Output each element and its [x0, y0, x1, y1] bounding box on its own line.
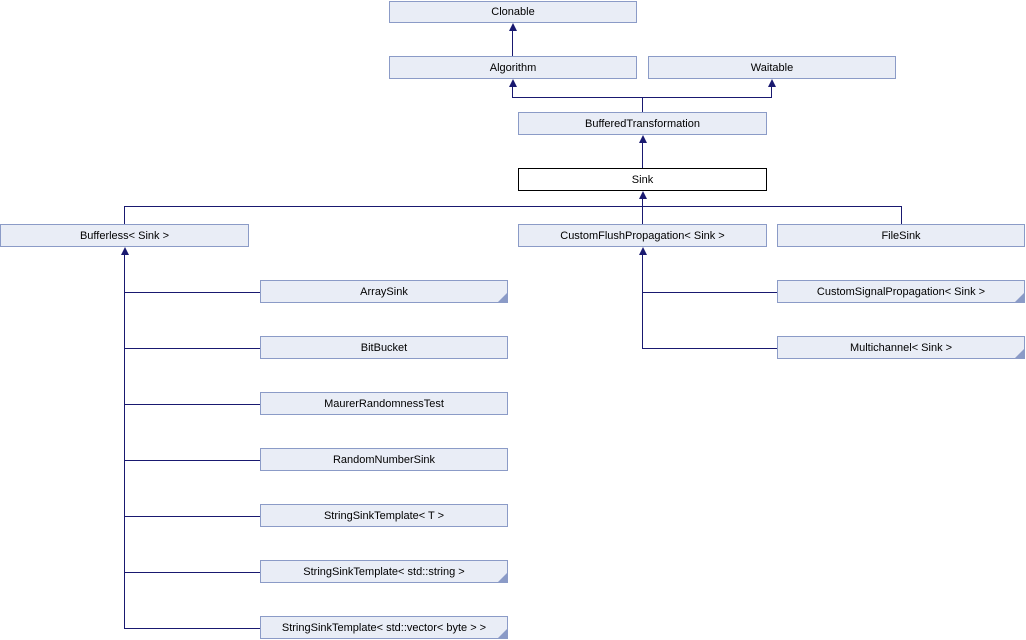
truncated-corner-icon: [1015, 293, 1024, 302]
inheritance-edge-segment: [124, 206, 902, 207]
class-node-label: Sink: [631, 173, 654, 186]
truncated-corner-icon: [498, 293, 507, 302]
inheritance-edge-segment: [642, 198, 643, 206]
class-node-bufferless-sink[interactable]: Bufferless< Sink >: [0, 224, 249, 247]
class-node-arraysink[interactable]: ArraySink: [260, 280, 508, 303]
inheritance-edge-segment: [642, 255, 643, 348]
class-node-multichannel-sink[interactable]: Multichannel< Sink >: [777, 336, 1025, 359]
inheritance-edge-segment: [512, 87, 513, 97]
class-node-label: Algorithm: [489, 61, 537, 74]
inheritance-edge-segment: [901, 206, 902, 224]
class-node-label: Bufferless< Sink >: [79, 229, 170, 242]
class-node-label: CustomFlushPropagation< Sink >: [560, 229, 725, 242]
class-node-label: Clonable: [491, 6, 535, 18]
inheritance-edge-segment: [124, 404, 260, 405]
class-node-label: BitBucket: [360, 341, 408, 354]
class-node-custom-signal-propagation-sink[interactable]: CustomSignalPropagation< Sink >: [777, 280, 1025, 303]
inheritance-edge-segment: [124, 206, 125, 224]
class-node-label: MaurerRandomnessTest: [324, 397, 444, 410]
class-node-string-sink-template-std-vector-byte[interactable]: StringSinkTemplate< std::vector< byte > …: [260, 616, 508, 639]
class-node-waitable[interactable]: Waitable: [648, 56, 896, 79]
class-node-maurer-randomness-test[interactable]: MaurerRandomnessTest: [260, 392, 508, 415]
inheritance-arrowhead-icon: [509, 23, 517, 31]
class-node-label: RandomNumberSink: [332, 453, 436, 466]
inheritance-edge-segment: [642, 97, 643, 112]
class-node-label: StringSinkTemplate< std::vector< byte > …: [281, 621, 487, 634]
inheritance-edge-segment: [124, 572, 260, 573]
class-node-string-sink-template-std-string[interactable]: StringSinkTemplate< std::string >: [260, 560, 508, 583]
inheritance-arrowhead-icon: [768, 79, 776, 87]
class-node-label: Multichannel< Sink >: [849, 341, 953, 354]
class-node-clonable[interactable]: Clonable: [389, 1, 637, 23]
truncated-corner-icon: [1015, 349, 1024, 358]
inheritance-edge-segment: [642, 206, 643, 224]
class-node-string-sink-template-t[interactable]: StringSinkTemplate< T >: [260, 504, 508, 527]
inheritance-edge-segment: [642, 292, 777, 293]
class-node-random-number-sink[interactable]: RandomNumberSink: [260, 448, 508, 471]
class-node-sink[interactable]: Sink: [518, 168, 767, 191]
inheritance-arrowhead-icon: [639, 191, 647, 199]
inheritance-edge-segment: [124, 460, 260, 461]
class-node-custom-flush-propagation-sink[interactable]: CustomFlushPropagation< Sink >: [518, 224, 767, 247]
class-node-label: StringSinkTemplate< T >: [323, 509, 445, 522]
class-node-bitbucket[interactable]: BitBucket: [260, 336, 508, 359]
class-node-label: ArraySink: [360, 285, 408, 298]
inheritance-arrowhead-icon: [639, 135, 647, 143]
truncated-corner-icon: [498, 573, 507, 582]
inheritance-edge-segment: [124, 348, 260, 349]
inheritance-edge-segment: [642, 348, 777, 349]
inheritance-edge-segment: [771, 87, 772, 97]
class-node-label: Waitable: [750, 61, 794, 74]
truncated-corner-icon: [498, 629, 507, 638]
class-node-filesink[interactable]: FileSink: [777, 224, 1025, 247]
inheritance-arrowhead-icon: [509, 79, 517, 87]
inheritance-arrowhead-icon: [639, 247, 647, 255]
inheritance-edge-segment: [124, 628, 260, 629]
class-node-buffered-transformation[interactable]: BufferedTransformation: [518, 112, 767, 135]
class-node-label: StringSinkTemplate< std::string >: [303, 565, 465, 578]
inheritance-edge-segment: [124, 292, 260, 293]
inheritance-edge-segment: [124, 516, 260, 517]
class-node-label: FileSink: [881, 229, 921, 242]
inheritance-arrowhead-icon: [121, 247, 129, 255]
inheritance-edge-segment: [642, 143, 643, 168]
class-node-algorithm[interactable]: Algorithm: [389, 56, 637, 79]
class-node-label: CustomSignalPropagation< Sink >: [816, 285, 986, 298]
inheritance-edge-segment: [124, 255, 125, 628]
class-node-label: BufferedTransformation: [585, 117, 700, 130]
inheritance-edge-segment: [512, 30, 513, 56]
